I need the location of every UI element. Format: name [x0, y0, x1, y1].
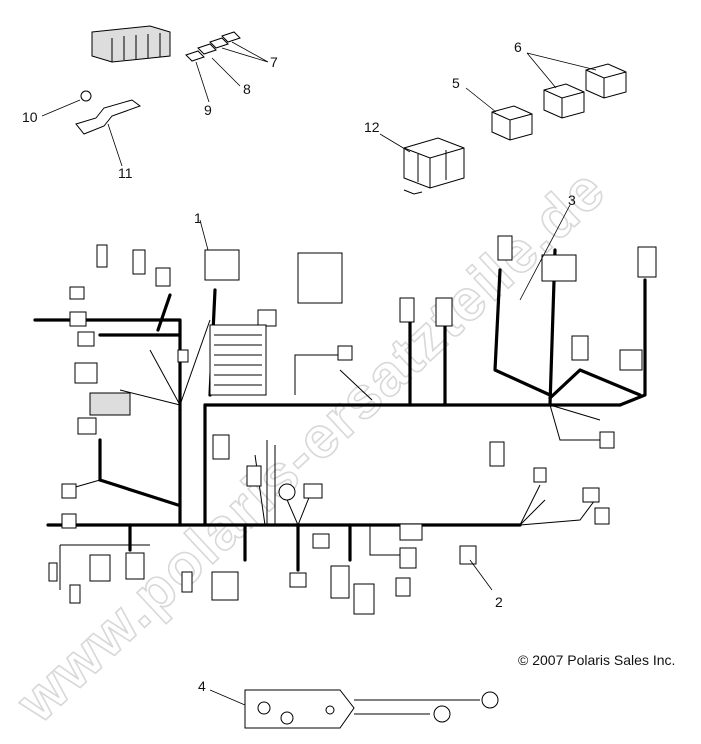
relay-part-6a: [543, 83, 585, 119]
callout-2: 2: [495, 594, 503, 610]
fuse-parts: [185, 31, 241, 62]
fuse-block-part: [91, 25, 171, 63]
harness-thin-branches: [59, 319, 610, 590]
callout-7: 7: [270, 54, 278, 70]
callout-12: 12: [364, 119, 380, 135]
bracket-part: [75, 90, 142, 135]
callout-8: 8: [243, 81, 251, 97]
relay-part-5: [491, 105, 533, 141]
callout-10: 10: [22, 109, 38, 125]
relay-part-6b: [585, 63, 627, 99]
battery-cable-part-4: [244, 689, 499, 729]
copyright-text: © 2007 Polaris Sales Inc.: [518, 652, 675, 668]
callout-11: 11: [118, 165, 133, 181]
callout-1: 1: [194, 210, 202, 226]
callout-6: 6: [514, 39, 522, 55]
callout-3: 3: [568, 192, 576, 208]
harness-connectors: [48, 235, 657, 615]
callout-5: 5: [452, 75, 460, 91]
callout-9: 9: [204, 102, 212, 118]
watermark: www.polaris-ersatzteile.de: [4, 156, 618, 735]
relay-module-part-12: [403, 137, 465, 195]
callout-labels: 1 2 3 4 5 6 7 8 9 10 11 12: [22, 39, 576, 694]
callout-leaders: [41, 41, 597, 706]
callout-4: 4: [198, 678, 206, 694]
